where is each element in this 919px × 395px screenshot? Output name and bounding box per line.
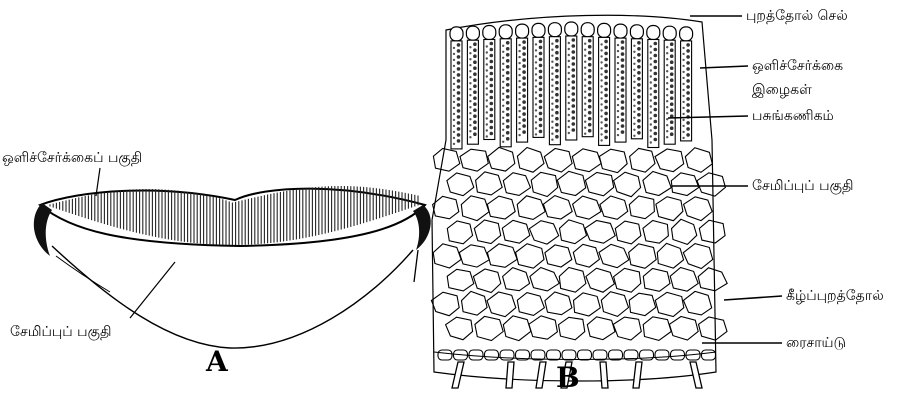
epidermal-cell xyxy=(680,27,693,41)
epidermal-cell xyxy=(614,24,627,38)
label-storage-region-b: சேமிப்புப் பகுதி xyxy=(752,178,853,194)
epidermal-cell xyxy=(647,26,660,40)
photosynthetic-region-a xyxy=(40,186,425,246)
photosynthetic-filament xyxy=(582,37,593,137)
label-photosynthetic-region-a: ஒளிச்சேர்க்கைப் பகுதி xyxy=(2,150,142,166)
photosynthetic-filament xyxy=(484,40,495,140)
epidermal-cell xyxy=(548,23,561,37)
epidermal-cell xyxy=(450,27,463,41)
diagram-a xyxy=(34,168,431,348)
photosynthetic-filament xyxy=(631,39,642,139)
photosynthetic-filament xyxy=(664,40,675,144)
photosynthetic-filament xyxy=(549,37,560,145)
epidermal-cell xyxy=(516,24,529,38)
label-storage-region-a: சேமிப்புப் பகுதி xyxy=(10,324,111,340)
photosynthetic-filament xyxy=(451,41,462,149)
epidermal-cell xyxy=(499,25,512,39)
epidermal-cell xyxy=(565,22,578,36)
epidermal-cell xyxy=(532,23,545,37)
label-photosynthetic: ஒளிச்சேர்க்கை xyxy=(752,58,843,74)
photosynthetic-filament xyxy=(500,39,511,147)
epidermal-cell xyxy=(483,26,496,40)
label-filaments: இழைகள் xyxy=(752,82,812,98)
photosynthetic-filament xyxy=(681,41,692,141)
photosynthetic-filament xyxy=(517,38,528,142)
photosynthetic-filament xyxy=(533,37,544,137)
right-edge-a xyxy=(413,205,431,250)
photosynthetic-filament xyxy=(599,37,610,145)
epidermal-cell xyxy=(630,25,643,39)
leader-lower-epidermis xyxy=(724,296,782,300)
rhizoid xyxy=(506,362,514,388)
label-chloroplast: பசுங்கணிகம் xyxy=(752,108,834,124)
photosynthetic-filament xyxy=(566,36,577,140)
panel-letter-b: B xyxy=(556,364,580,392)
photosynthetic-filament xyxy=(467,40,478,144)
photosynthetic-filament xyxy=(648,40,659,148)
leader-photosynthetic-filaments xyxy=(700,66,748,68)
epidermal-cell xyxy=(598,23,611,37)
label-lower-epidermis: கீழ்ப்புறத்தோல் xyxy=(786,288,884,304)
rhizoid xyxy=(600,362,608,388)
storage-leader-a xyxy=(130,262,175,318)
label-rhizoid: ரைசாய்டு xyxy=(786,335,846,351)
epidermal-cell xyxy=(663,26,676,40)
panel-letter-a: A xyxy=(206,348,228,376)
epidermal-cell xyxy=(581,23,594,37)
epidermal-cell xyxy=(466,26,479,40)
diagram-b xyxy=(431,15,782,388)
left-edge-a xyxy=(34,203,52,256)
photosynthetic-filaments-b xyxy=(451,36,692,149)
photosynthetic-filament xyxy=(615,38,626,142)
label-epidermal-cell: புறத்தோல் செல் xyxy=(746,8,848,24)
